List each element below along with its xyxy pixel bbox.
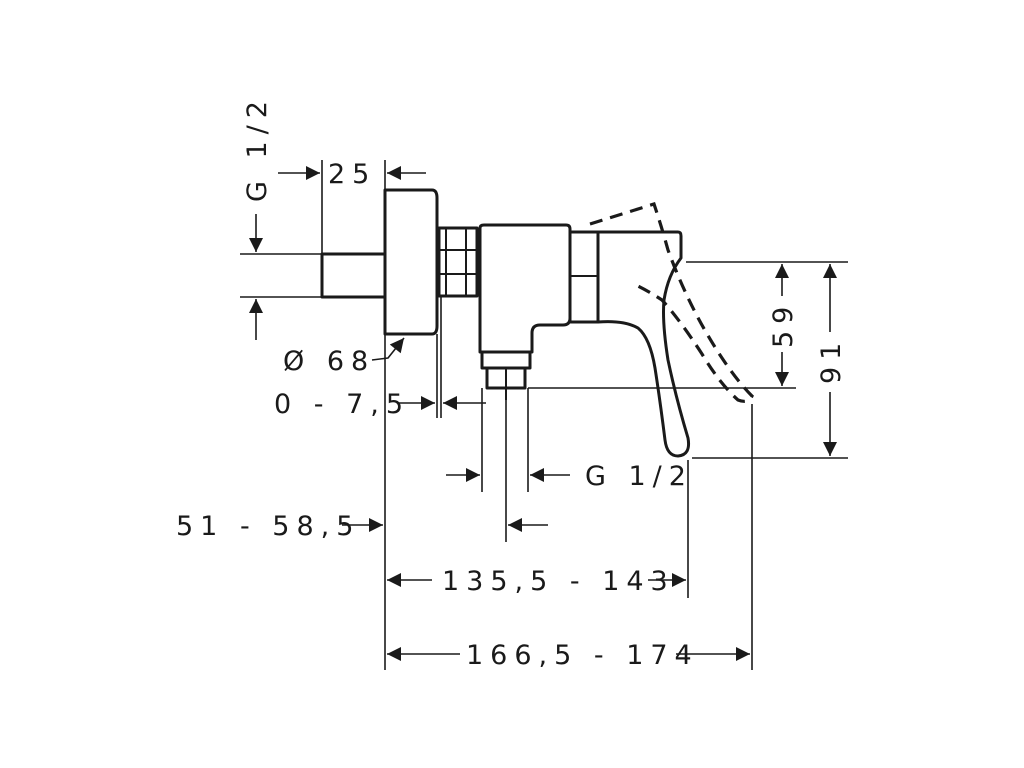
- outlet-fitting: [480, 350, 532, 370]
- dimension-labels: G 1/2 25 Ø 68 0 - 7,5 G 1/2 51 - 58,5 13…: [176, 94, 847, 671]
- inlet-pipe: [320, 252, 387, 299]
- label-inlet-thread: G 1/2: [242, 94, 273, 202]
- lever-handle: [596, 230, 690, 458]
- label-handle-height-inner: 59: [768, 300, 799, 348]
- label-wall-to-handle-tip: 166,5 - 174: [466, 640, 699, 671]
- label-adjustment-range: 0 - 7,5: [274, 389, 410, 420]
- mixer-body: [478, 223, 572, 354]
- leader-diameter: [371, 337, 405, 361]
- label-outlet-thread: G 1/2: [585, 461, 693, 492]
- mixer-body-group: [320, 188, 754, 458]
- dimension-lines: [240, 160, 848, 670]
- label-rosette-diameter: Ø 68: [283, 346, 375, 377]
- label-handle-height-outer: 91: [816, 336, 847, 384]
- label-wall-to-handle-front: 135,5 - 143: [442, 566, 675, 597]
- label-wall-to-body: 51 - 58,5: [176, 511, 360, 542]
- label-rosette-depth: 25: [328, 159, 376, 190]
- dimension-arrows: [249, 166, 837, 661]
- wall-rosette: [383, 188, 439, 336]
- adjustment-nut: [437, 226, 479, 298]
